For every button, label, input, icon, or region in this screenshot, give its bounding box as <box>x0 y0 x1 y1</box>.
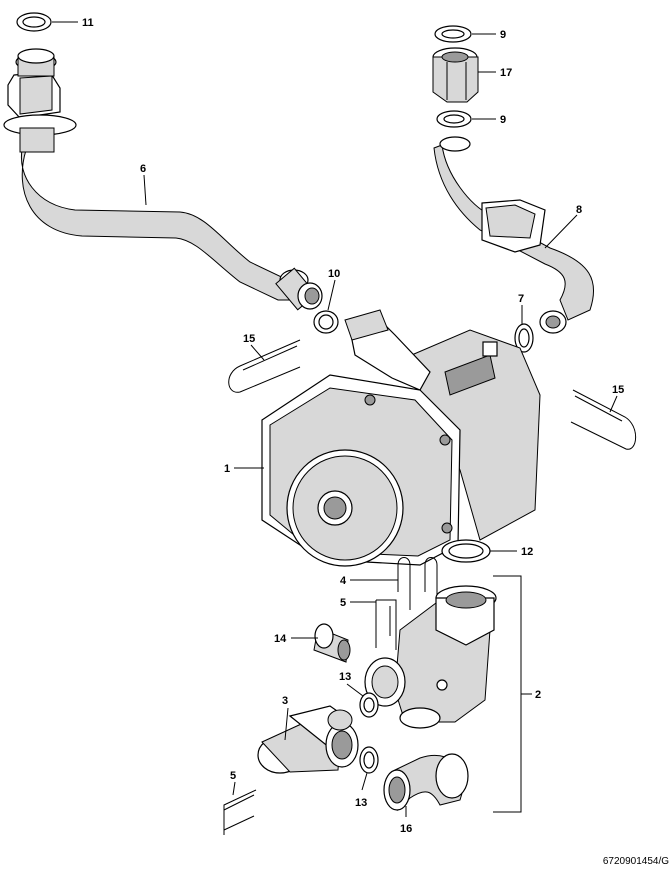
callout-5-upper: 5 <box>340 597 346 609</box>
part-3-valve <box>257 705 359 774</box>
callout-14: 14 <box>274 633 287 645</box>
callout-12: 12 <box>521 546 533 558</box>
part-1-pump <box>261 309 541 567</box>
leader-lines <box>52 21 618 817</box>
callout-4: 4 <box>340 575 347 587</box>
part-17-union-nut <box>432 47 479 103</box>
callout-6: 6 <box>140 163 146 175</box>
part-7-seal <box>514 323 534 353</box>
callout-15-left: 15 <box>243 333 255 345</box>
part-15-clip-right <box>570 389 637 450</box>
callout-9-upper: 9 <box>500 29 506 41</box>
callout-16: 16 <box>400 823 412 835</box>
callout-15-right: 15 <box>612 384 624 396</box>
part-6-pipe-left <box>3 48 323 311</box>
part-4-clips <box>397 557 438 610</box>
part-9-seal-lower <box>436 110 472 128</box>
part-10-seal <box>313 310 339 334</box>
callout-10: 10 <box>328 268 340 280</box>
callout-2: 2 <box>535 689 541 701</box>
callout-11: 11 <box>82 17 94 29</box>
part-9-seal-upper <box>434 25 472 43</box>
callout-13-lower: 13 <box>355 797 367 809</box>
figure-reference: 6720901454/G <box>603 856 669 867</box>
part-11-seal-ring <box>16 12 52 32</box>
callout-13-upper: 13 <box>339 671 351 683</box>
part-5-clip-upper <box>375 599 397 650</box>
callout-7: 7 <box>518 293 524 305</box>
callout-1: 1 <box>224 463 230 475</box>
part-13-seal-upper <box>359 692 379 718</box>
part-15-clip-left <box>228 339 301 393</box>
part-12-seal <box>441 539 491 563</box>
callout-17: 17 <box>500 67 512 79</box>
callout-8: 8 <box>576 204 582 216</box>
part-13-seal-lower <box>359 746 379 774</box>
callout-3: 3 <box>282 695 288 707</box>
part-5-clip-lower <box>223 789 257 835</box>
part-8-pipe-right <box>433 136 595 334</box>
part-2-valve-body <box>364 585 497 729</box>
callout-9-lower: 9 <box>500 114 506 126</box>
part-16-elbow <box>383 753 469 812</box>
part-14-plug <box>313 623 351 663</box>
callout-5-lower: 5 <box>230 770 236 782</box>
